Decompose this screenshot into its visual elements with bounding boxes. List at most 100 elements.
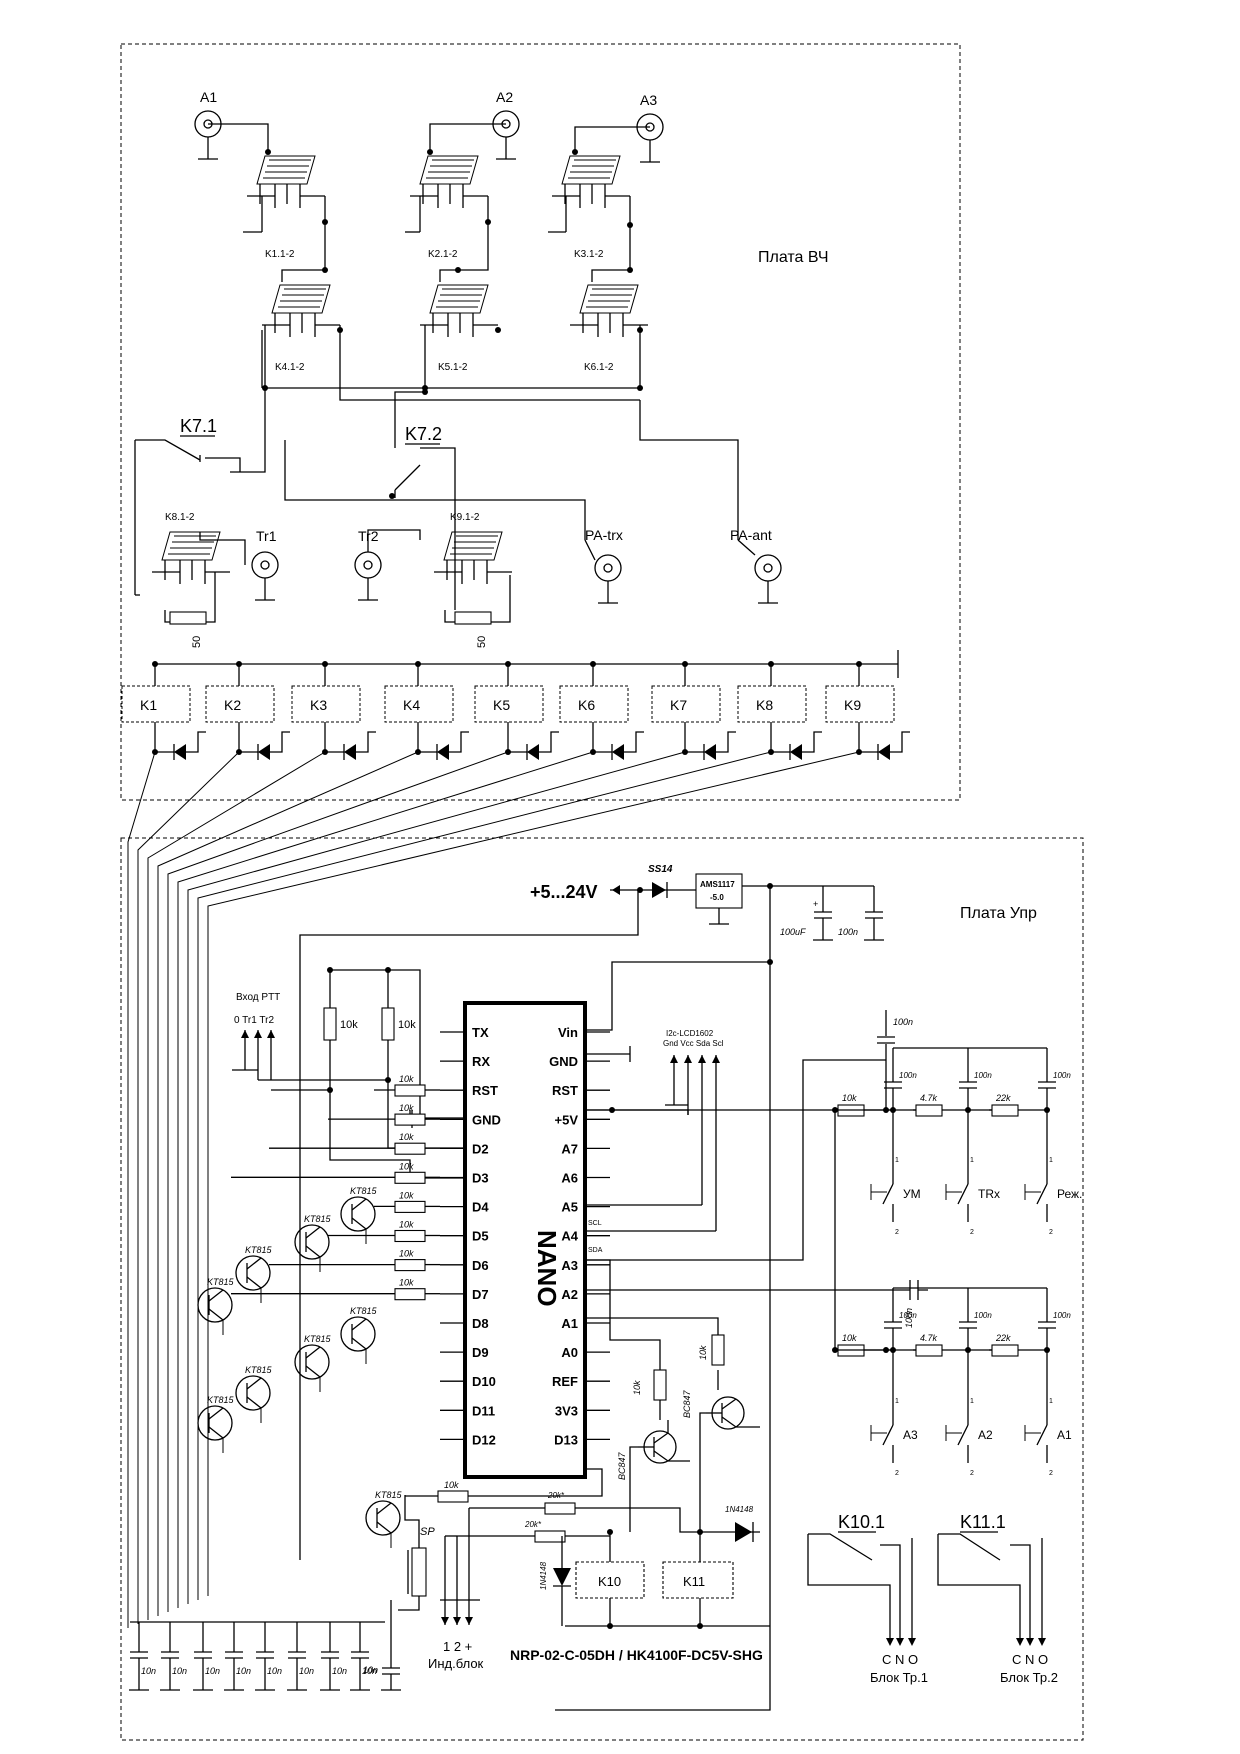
- svg-text:D8: D8: [472, 1316, 489, 1331]
- svg-text:A1: A1: [561, 1316, 578, 1331]
- transistor-kt815-4: KT815: [197, 1277, 235, 1335]
- svg-text:D11: D11: [472, 1403, 495, 1418]
- svg-text:1: 1: [970, 1398, 974, 1405]
- svg-text:D3: D3: [472, 1171, 489, 1186]
- svg-text:KT815: KT815: [304, 1214, 332, 1224]
- connector-a2: A2: [492, 89, 520, 160]
- svg-text:100n: 100n: [899, 1311, 917, 1320]
- svg-text:SP: SP: [420, 1526, 435, 1538]
- buzzer: SP: [398, 1495, 435, 1611]
- svg-text:C N O: C N O: [882, 1652, 918, 1667]
- indicator-block: 1 2 + Инд.блок: [428, 1508, 484, 1671]
- svg-text:KT815: KT815: [207, 1395, 235, 1405]
- svg-text:TRx: TRx: [978, 1187, 1000, 1201]
- arduino-nano: NANO TXRXRSTGNDD2D3D4D5D6D7D8D9D10D11D12…: [411, 1001, 610, 1479]
- svg-text:10k: 10k: [399, 1249, 414, 1259]
- svg-text:K9: K9: [844, 697, 861, 713]
- bc847-transistor-1: BC847 10k: [584, 1259, 690, 1532]
- svg-text:D2: D2: [472, 1141, 489, 1156]
- svg-text:50: 50: [191, 636, 203, 648]
- svg-text:I2c-LCD1602: I2c-LCD1602: [666, 1029, 714, 1038]
- termination-resistor-2: 50: [454, 611, 492, 648]
- relay-coil-k1: K1: [121, 661, 206, 760]
- svg-text:10k: 10k: [399, 1074, 414, 1084]
- transistor-array: 10k10k10k10k10k10k10k10kKT815KT815KT815K…: [197, 1074, 603, 1548]
- svg-text:10k: 10k: [842, 1093, 857, 1103]
- relay-k2-contacts: K2.1-2: [409, 155, 489, 260]
- relay-coil-k2: K2: [205, 661, 290, 760]
- svg-text:A6: A6: [561, 1171, 578, 1186]
- svg-text:SS14: SS14: [648, 864, 673, 875]
- transistor-kt815-6: KT815: [294, 1334, 332, 1392]
- transistor-kt815-5: KT815: [340, 1306, 378, 1364]
- svg-text:Vin: Vin: [558, 1025, 578, 1040]
- svg-text:20k*: 20k*: [524, 1520, 542, 1529]
- relay-coil-k8: K8: [737, 661, 822, 760]
- termination-resistor-1: 50: [169, 611, 207, 648]
- svg-text:2: 2: [895, 1470, 899, 1477]
- relay-k4-contacts: K4.1-2: [261, 284, 341, 373]
- transistor-kt815-3: KT815: [235, 1245, 273, 1303]
- svg-text:A2: A2: [978, 1428, 993, 1442]
- pullup-resistor-d2: 10k: [323, 970, 465, 1179]
- svg-text:A5: A5: [561, 1200, 578, 1215]
- svg-text:K2: K2: [224, 697, 241, 713]
- svg-text:A2: A2: [496, 89, 513, 105]
- svg-text:K2.1-2: K2.1-2: [428, 249, 458, 260]
- svg-text:100n: 100n: [1053, 1311, 1071, 1320]
- bc847-transistor-2: BC847 10k: [584, 1317, 760, 1532]
- svg-text:A4: A4: [561, 1229, 578, 1244]
- svg-text:1 2 +: 1 2 +: [443, 1639, 472, 1654]
- cap-10n-buzzer: 10n: [363, 1600, 401, 1691]
- svg-text:50: 50: [476, 636, 488, 648]
- base-resistor-d8: 10k: [374, 1190, 440, 1213]
- regulator-ams1117: AMS1117 -5.0: [695, 873, 874, 925]
- svg-text:4.7k: 4.7k: [920, 1093, 938, 1103]
- relay-k7-contacts: K7.1 K7.2: [134, 416, 586, 610]
- svg-text:Gnd Vcc Sda Scl: Gnd Vcc Sda Scl: [663, 1039, 724, 1048]
- svg-text:Блок Тр.1: Блок Тр.1: [870, 1670, 928, 1685]
- svg-text:100n: 100n: [904, 1308, 914, 1328]
- svg-text:100n: 100n: [899, 1071, 917, 1080]
- svg-text:K11: K11: [683, 1574, 705, 1589]
- svg-text:1N4148: 1N4148: [725, 1505, 754, 1514]
- resistor-20k-1: 20k*: [469, 1491, 760, 1533]
- svg-text:1: 1: [1049, 1398, 1053, 1405]
- relay-k11-coil: K11: [662, 1561, 734, 1599]
- svg-text:PA-trx: PA-trx: [585, 527, 623, 543]
- diode-ss14: SS14: [640, 864, 696, 898]
- svg-text:10k: 10k: [399, 1103, 414, 1113]
- transistor-kt815-2: KT815: [294, 1214, 332, 1272]
- svg-text:10k: 10k: [399, 1132, 414, 1142]
- ptt-input: Вход PTT 0 Tr1 Tr2: [232, 992, 388, 1091]
- svg-text:A2: A2: [561, 1287, 578, 1302]
- svg-text:SDA: SDA: [588, 1247, 603, 1254]
- svg-text:2: 2: [1049, 1470, 1053, 1477]
- svg-text:2: 2: [970, 1229, 974, 1236]
- svg-text:+5V: +5V: [555, 1112, 579, 1127]
- svg-text:1: 1: [895, 1157, 899, 1164]
- svg-text:D6: D6: [472, 1258, 489, 1273]
- svg-text:Tr1: Tr1: [256, 528, 277, 544]
- svg-text:Вход PTT: Вход PTT: [236, 992, 280, 1003]
- cap-10n-3: 10n: [193, 1622, 220, 1691]
- svg-text:10n: 10n: [267, 1666, 282, 1676]
- svg-text:10n: 10n: [299, 1666, 314, 1676]
- svg-text:D5: D5: [472, 1229, 489, 1244]
- svg-text:RX: RX: [472, 1054, 490, 1069]
- connector-a1: A1: [194, 89, 222, 160]
- svg-text:RST: RST: [552, 1083, 578, 1098]
- relay-coil-k4: K4: [384, 661, 469, 760]
- svg-text:A7: A7: [561, 1141, 578, 1156]
- cap-100n-a2: 100n: [883, 1280, 928, 1353]
- svg-text:KT815: KT815: [350, 1186, 378, 1196]
- connector-pa-ant: PA-ant: [730, 527, 782, 604]
- relay-k10-1-contacts: K10.1 C N O Блок Тр.1: [807, 1512, 928, 1685]
- relay-coil-k6: K6: [559, 661, 644, 760]
- svg-text:10k: 10k: [399, 1278, 414, 1288]
- cap-100n-power: 100n: [838, 886, 884, 941]
